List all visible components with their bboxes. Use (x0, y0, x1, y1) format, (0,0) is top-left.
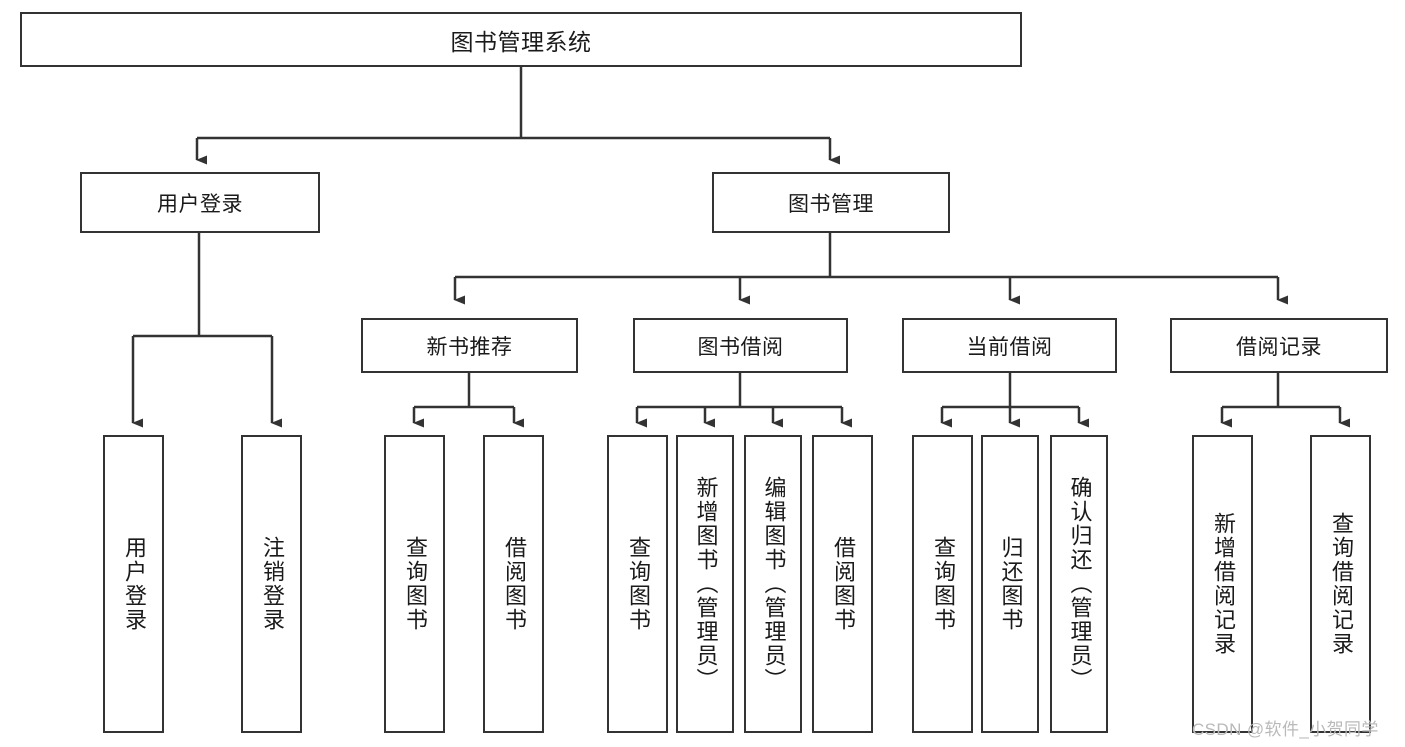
node-label: 新增图书（管理员） (693, 476, 719, 692)
node-label: 图书管理 (788, 192, 874, 216)
node-leaf-query-book-borrow[interactable]: 查询图书 (607, 435, 668, 733)
node-label: 查询借阅记录 (1328, 512, 1354, 656)
node-label: 编辑图书（管理员） (761, 476, 787, 692)
node-leaf-confirm-return[interactable]: 确认归还（管理员） (1050, 435, 1108, 733)
node-label: 新增借阅记录 (1210, 512, 1236, 656)
node-label: 查询图书 (930, 536, 956, 632)
node-leaf-query-borrow-record[interactable]: 查询借阅记录 (1310, 435, 1371, 733)
node-leaf-edit-book[interactable]: 编辑图书（管理员） (744, 435, 802, 733)
node-book-borrow[interactable]: 图书借阅 (633, 318, 848, 373)
node-current-borrow[interactable]: 当前借阅 (902, 318, 1117, 373)
node-label: 借阅图书 (501, 536, 527, 632)
node-user-login[interactable]: 用户登录 (80, 172, 320, 233)
node-label: 借阅图书 (830, 536, 856, 632)
node-label: 图书管理系统 (450, 28, 592, 55)
node-book-management[interactable]: 图书管理 (712, 172, 950, 233)
node-label: 归还图书 (998, 536, 1024, 632)
node-label: 查询图书 (402, 536, 428, 632)
node-leaf-user-login[interactable]: 用户登录 (103, 435, 164, 733)
node-leaf-borrow-book[interactable]: 借阅图书 (812, 435, 873, 733)
node-leaf-add-borrow-record[interactable]: 新增借阅记录 (1192, 435, 1253, 733)
node-label: 用户登录 (157, 192, 243, 216)
node-leaf-add-book[interactable]: 新增图书（管理员） (676, 435, 734, 733)
node-new-book-recommend[interactable]: 新书推荐 (361, 318, 578, 373)
node-root-system[interactable]: 图书管理系统 (20, 12, 1022, 67)
node-label: 注销登录 (259, 536, 285, 632)
node-leaf-borrow-book-recommend[interactable]: 借阅图书 (483, 435, 544, 733)
node-leaf-logout-login[interactable]: 注销登录 (241, 435, 302, 733)
node-leaf-return-book[interactable]: 归还图书 (981, 435, 1039, 733)
node-label: 图书借阅 (697, 335, 784, 359)
node-label: 借阅记录 (1236, 335, 1322, 359)
node-borrow-record[interactable]: 借阅记录 (1170, 318, 1388, 373)
node-leaf-query-book-recommend[interactable]: 查询图书 (384, 435, 445, 733)
node-leaf-query-book-current[interactable]: 查询图书 (912, 435, 973, 733)
node-label: 新书推荐 (426, 335, 513, 359)
node-label: 确认归还（管理员） (1067, 476, 1093, 692)
watermark-csdn: CSDN @软件_小贺同学 (1192, 720, 1379, 739)
node-label: 用户登录 (121, 536, 147, 632)
node-label: 查询图书 (625, 536, 651, 632)
node-label: 当前借阅 (966, 335, 1053, 359)
